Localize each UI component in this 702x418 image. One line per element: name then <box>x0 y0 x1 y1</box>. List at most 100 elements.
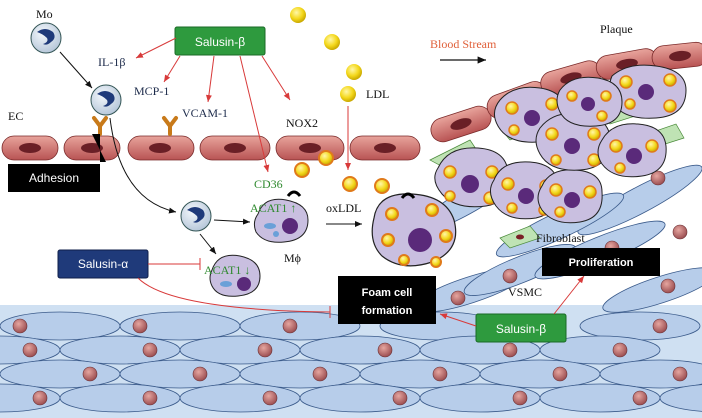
vsmc-nucleus <box>312 366 328 382</box>
salusin-beta-bottom-text: Salusin-β <box>496 322 546 336</box>
vsmc-nucleus <box>672 366 688 382</box>
mcp1-label: MCP-1 <box>134 84 169 98</box>
plaque-foam-cell <box>597 123 667 178</box>
vsmc-cell <box>239 359 361 389</box>
fibroblast-label: Fibroblast <box>536 231 585 245</box>
ldl-particle <box>340 86 356 102</box>
nox2-label: NOX2 <box>286 116 318 130</box>
vsmc-cell <box>479 359 601 389</box>
plaque-foam-cells <box>434 64 687 224</box>
ldl-particle <box>346 64 362 80</box>
acat1-down-label: ACAT1 ↓ <box>204 263 250 277</box>
vsmc-nucleus <box>192 366 208 382</box>
vsmc-nucleus <box>450 290 466 306</box>
mo-label: Mo <box>36 7 53 21</box>
vsmc-cell <box>659 384 702 412</box>
salusin-beta-top-text: Salusin-β <box>195 35 245 49</box>
oxldl-label: oxLDL <box>326 201 361 215</box>
plaque-foam-cell <box>556 76 623 127</box>
monocyte-adhered <box>90 84 122 116</box>
vsmc-nucleus <box>22 342 38 358</box>
adhesion-text: Adhesion <box>29 171 79 185</box>
arrow-to-mphi <box>213 218 251 225</box>
plaque-foam-cell <box>537 169 603 224</box>
vsmc-nucleus <box>132 318 148 334</box>
vsmc-cells <box>0 164 702 413</box>
arrow-to-il1b <box>135 37 177 59</box>
ldl-particle <box>290 7 306 23</box>
ec-nucleus <box>374 143 396 153</box>
il1b-label: IL-1β <box>98 55 125 69</box>
vsmc-label: VSMC <box>508 285 542 299</box>
ec-nucleus <box>81 143 103 153</box>
vsmc-nucleus <box>282 318 298 334</box>
vsmc-nucleus <box>257 342 273 358</box>
oxldl-particle <box>294 162 310 178</box>
vsmc-nucleus <box>262 390 278 406</box>
monocyte-subendothelial <box>180 200 212 232</box>
inhibit-line-foam <box>137 277 331 313</box>
arrow-to-acat-down <box>199 233 217 255</box>
vsmc-nucleus <box>512 390 528 406</box>
vsmc-nucleus <box>650 170 666 186</box>
arrow-mo-to-ec <box>59 51 93 89</box>
arrow-to-cd36 <box>239 55 270 173</box>
oxldl-particle <box>318 150 334 166</box>
mphi-label: Mϕ <box>284 251 301 265</box>
salusin-alpha-inhibitions <box>137 258 331 318</box>
salusin-alpha-text: Salusin-α <box>78 257 128 271</box>
oxldl-particles <box>294 150 390 194</box>
ec-nucleus <box>19 143 41 153</box>
vsmc-cell <box>539 335 661 365</box>
macrophage-cell <box>253 198 309 243</box>
vsmc-nucleus <box>612 342 628 358</box>
arrow-to-macrophage <box>109 117 177 214</box>
vsmc-nucleus <box>82 366 98 382</box>
salusin-alpha-box: Salusin-α <box>57 249 149 279</box>
vsmc-nuclei <box>12 170 688 406</box>
vsmc-cell <box>599 359 702 389</box>
vsmc-cell <box>359 359 481 389</box>
vcam1-label: VCAM-1 <box>182 106 228 120</box>
vsmc-nucleus <box>142 390 158 406</box>
salusin-beta-arrows <box>135 37 291 173</box>
cd36-label: CD36 <box>254 177 283 191</box>
vsmc-nucleus <box>142 342 158 358</box>
plaque-label: Plaque <box>600 22 633 36</box>
salusin-beta-top-box: Salusin-β <box>174 26 266 56</box>
ldl-particles <box>290 7 362 102</box>
arrow-to-mcp1 <box>163 55 181 83</box>
foam-cell-line1: Foam cell <box>362 287 413 299</box>
acat1-up-label: ACAT1 ↑ <box>250 201 296 215</box>
ec-label: EC <box>8 109 23 123</box>
vsmc-nucleus <box>32 390 48 406</box>
vsmc-nucleus <box>502 342 518 358</box>
vsmc-cell <box>239 311 361 341</box>
adhesion-box: Adhesion <box>8 134 106 192</box>
macrophage-acat-down <box>209 254 261 297</box>
ec-nucleus <box>224 143 246 153</box>
oxldl-particle <box>342 176 358 192</box>
ec-nucleus <box>450 118 472 130</box>
vsmc-cell <box>179 335 301 365</box>
arrow-to-foam-formation <box>439 313 477 327</box>
vsmc-nucleus <box>502 268 518 284</box>
vsmc-cell <box>59 383 181 413</box>
monocyte-top <box>30 22 62 54</box>
vsmc-cell <box>59 335 181 365</box>
cd36-receptor-icon <box>286 190 302 197</box>
vsmc-cell <box>179 383 301 413</box>
salusin-beta-bottom-box: Salusin-β <box>475 313 567 343</box>
fibroblast-nucleus <box>516 234 524 240</box>
vsmc-cell <box>299 335 421 365</box>
ldl-particle <box>324 34 340 50</box>
vsmc-nucleus <box>660 278 676 294</box>
ec-nucleus <box>669 50 691 62</box>
foam-cell <box>371 192 457 268</box>
ec-nucleus <box>299 143 321 153</box>
vsmc-nucleus <box>652 318 668 334</box>
arrow-to-proliferation <box>553 275 585 315</box>
proliferation-text: Proliferation <box>569 257 634 269</box>
foam-cell-line2: formation <box>362 305 413 317</box>
vsmc-cell <box>602 267 702 313</box>
